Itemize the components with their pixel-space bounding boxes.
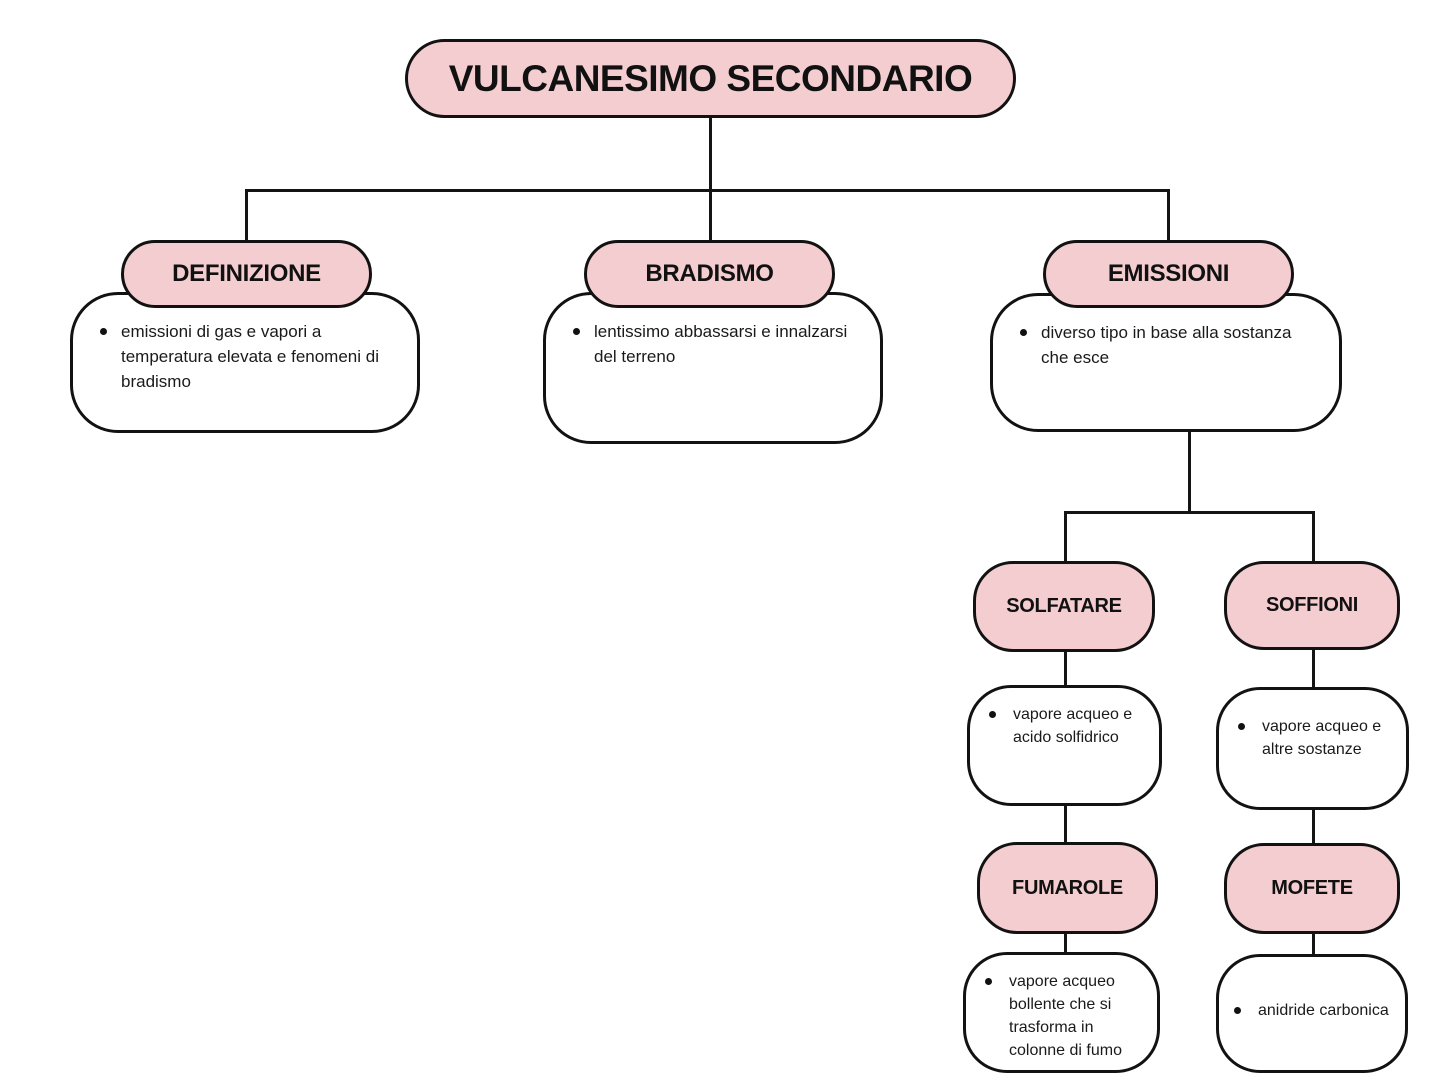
- solfatare-bullet: vapore acqueo e acido solfidrico: [987, 703, 1149, 749]
- bradismo-detail-box: lentissimo abbassarsi e innalzarsi del t…: [543, 292, 883, 444]
- connector-drop-definizione: [245, 189, 248, 242]
- connector-soffioni-mofete: [1312, 808, 1315, 845]
- connector-level2-horizontal: [1064, 511, 1315, 514]
- emissioni-bullet: diverso tipo in base alla sostanza che e…: [1018, 320, 1321, 370]
- connector-soffioni-detail: [1312, 648, 1315, 689]
- fumarole-detail-box: vapore acqueo bollente che si trasforma …: [963, 952, 1160, 1073]
- solfatare-detail-box: vapore acqueo e acido solfidrico: [967, 685, 1162, 806]
- definizione-detail-box: emissioni di gas e vapori a temperatura …: [70, 292, 420, 433]
- connector-fumarole-detail: [1064, 931, 1067, 954]
- mofete-pill: MOFETE: [1224, 843, 1400, 934]
- connector-emissioni-junction: [1188, 429, 1191, 513]
- fumarole-bullet: vapore acqueo bollente che si trasforma …: [983, 970, 1147, 1062]
- connector-level1-horizontal: [245, 189, 1170, 192]
- mofete-bullet: anidride carbonica: [1232, 999, 1401, 1022]
- emissioni-pill: EMISSIONI: [1043, 240, 1294, 308]
- connector-drop-emissioni: [1167, 189, 1170, 242]
- connector-solfatare-fumarole: [1064, 804, 1067, 844]
- fumarole-pill: FUMAROLE: [977, 842, 1158, 934]
- solfatare-pill: SOLFATARE: [973, 561, 1155, 652]
- bradismo-bullet-list: lentissimo abbassarsi e innalzarsi del t…: [546, 295, 880, 369]
- mofete-bullet-list: anidride carbonica: [1219, 999, 1405, 1028]
- definizione-bullet-list: emissioni di gas e vapori a temperatura …: [73, 295, 417, 394]
- emissioni-bullet-list: diverso tipo in base alla sostanza che e…: [993, 296, 1339, 370]
- connector-drop-soffioni: [1312, 511, 1315, 563]
- soffioni-pill: SOFFIONI: [1224, 561, 1400, 650]
- soffioni-bullet-list: vapore acqueo e altre sostanze: [1219, 690, 1406, 761]
- emissioni-detail-box: diverso tipo in base alla sostanza che e…: [990, 293, 1342, 432]
- connector-solfatare-detail: [1064, 649, 1067, 687]
- solfatare-bullet-list: vapore acqueo e acido solfidrico: [970, 688, 1159, 749]
- root-node-pill: VULCANESIMO SECONDARIO: [405, 39, 1016, 118]
- mofete-detail-box: anidride carbonica: [1216, 954, 1408, 1073]
- definizione-bullet: emissioni di gas e vapori a temperatura …: [98, 319, 395, 394]
- bradismo-bullet: lentissimo abbassarsi e innalzarsi del t…: [571, 319, 858, 369]
- definizione-pill: DEFINIZIONE: [121, 240, 372, 308]
- soffioni-bullet: vapore acqueo e altre sostanze: [1236, 715, 1396, 761]
- connector-drop-solfatare: [1064, 511, 1067, 563]
- connector-mofete-detail: [1312, 931, 1315, 956]
- bradismo-pill: BRADISMO: [584, 240, 835, 308]
- fumarole-bullet-list: vapore acqueo bollente che si trasforma …: [966, 955, 1157, 1062]
- connector-root-trunk: [709, 115, 712, 242]
- soffioni-detail-box: vapore acqueo e altre sostanze: [1216, 687, 1409, 810]
